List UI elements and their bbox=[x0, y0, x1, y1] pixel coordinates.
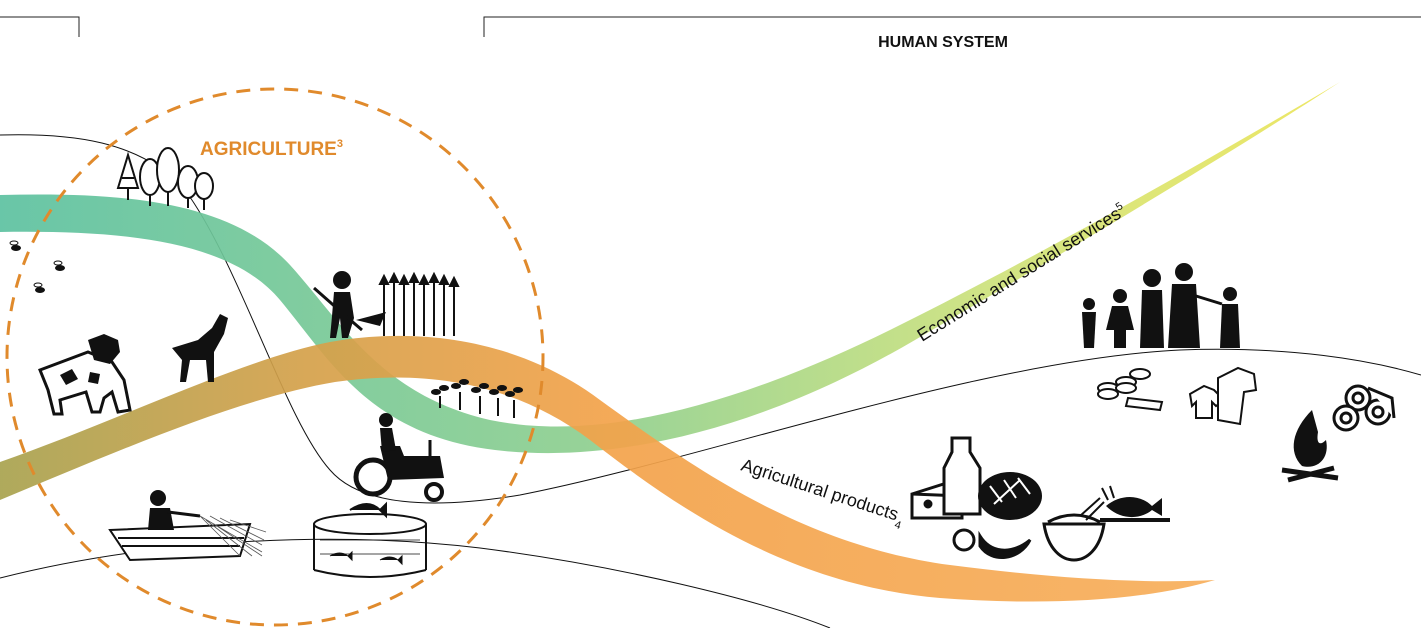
firewood-icon bbox=[1332, 384, 1396, 432]
fish-plate-icon bbox=[1100, 485, 1170, 522]
family-icon bbox=[1082, 263, 1240, 348]
clothing-icon bbox=[1188, 366, 1258, 426]
campfire-icon bbox=[1281, 410, 1339, 483]
rice-bowl-icon bbox=[1042, 497, 1106, 562]
coins-icon bbox=[1097, 368, 1164, 412]
tractor-icon bbox=[353, 413, 444, 502]
cow-icon bbox=[38, 334, 132, 416]
wheat-icon bbox=[378, 271, 460, 336]
services-flow-label: Economic and social services5 bbox=[914, 200, 1130, 345]
farmer-plowing-icon bbox=[313, 271, 386, 338]
milk-bottle-icon bbox=[942, 436, 982, 516]
page-title: HUMAN SYSTEM bbox=[878, 34, 1008, 51]
bread-icon bbox=[978, 472, 1042, 520]
fruit-icon bbox=[952, 528, 1032, 559]
frame-lines bbox=[0, 16, 1421, 37]
agriculture-label: AGRICULTURE3 bbox=[200, 138, 343, 160]
fisherman-boat-icon bbox=[108, 490, 267, 562]
agriculture-boundary bbox=[5, 87, 545, 627]
fish-farm-icon bbox=[313, 501, 427, 578]
goat-icon bbox=[172, 314, 228, 382]
bees-icon bbox=[9, 240, 65, 293]
crop-seedlings-icon bbox=[431, 379, 523, 418]
trees-icon bbox=[116, 147, 214, 210]
